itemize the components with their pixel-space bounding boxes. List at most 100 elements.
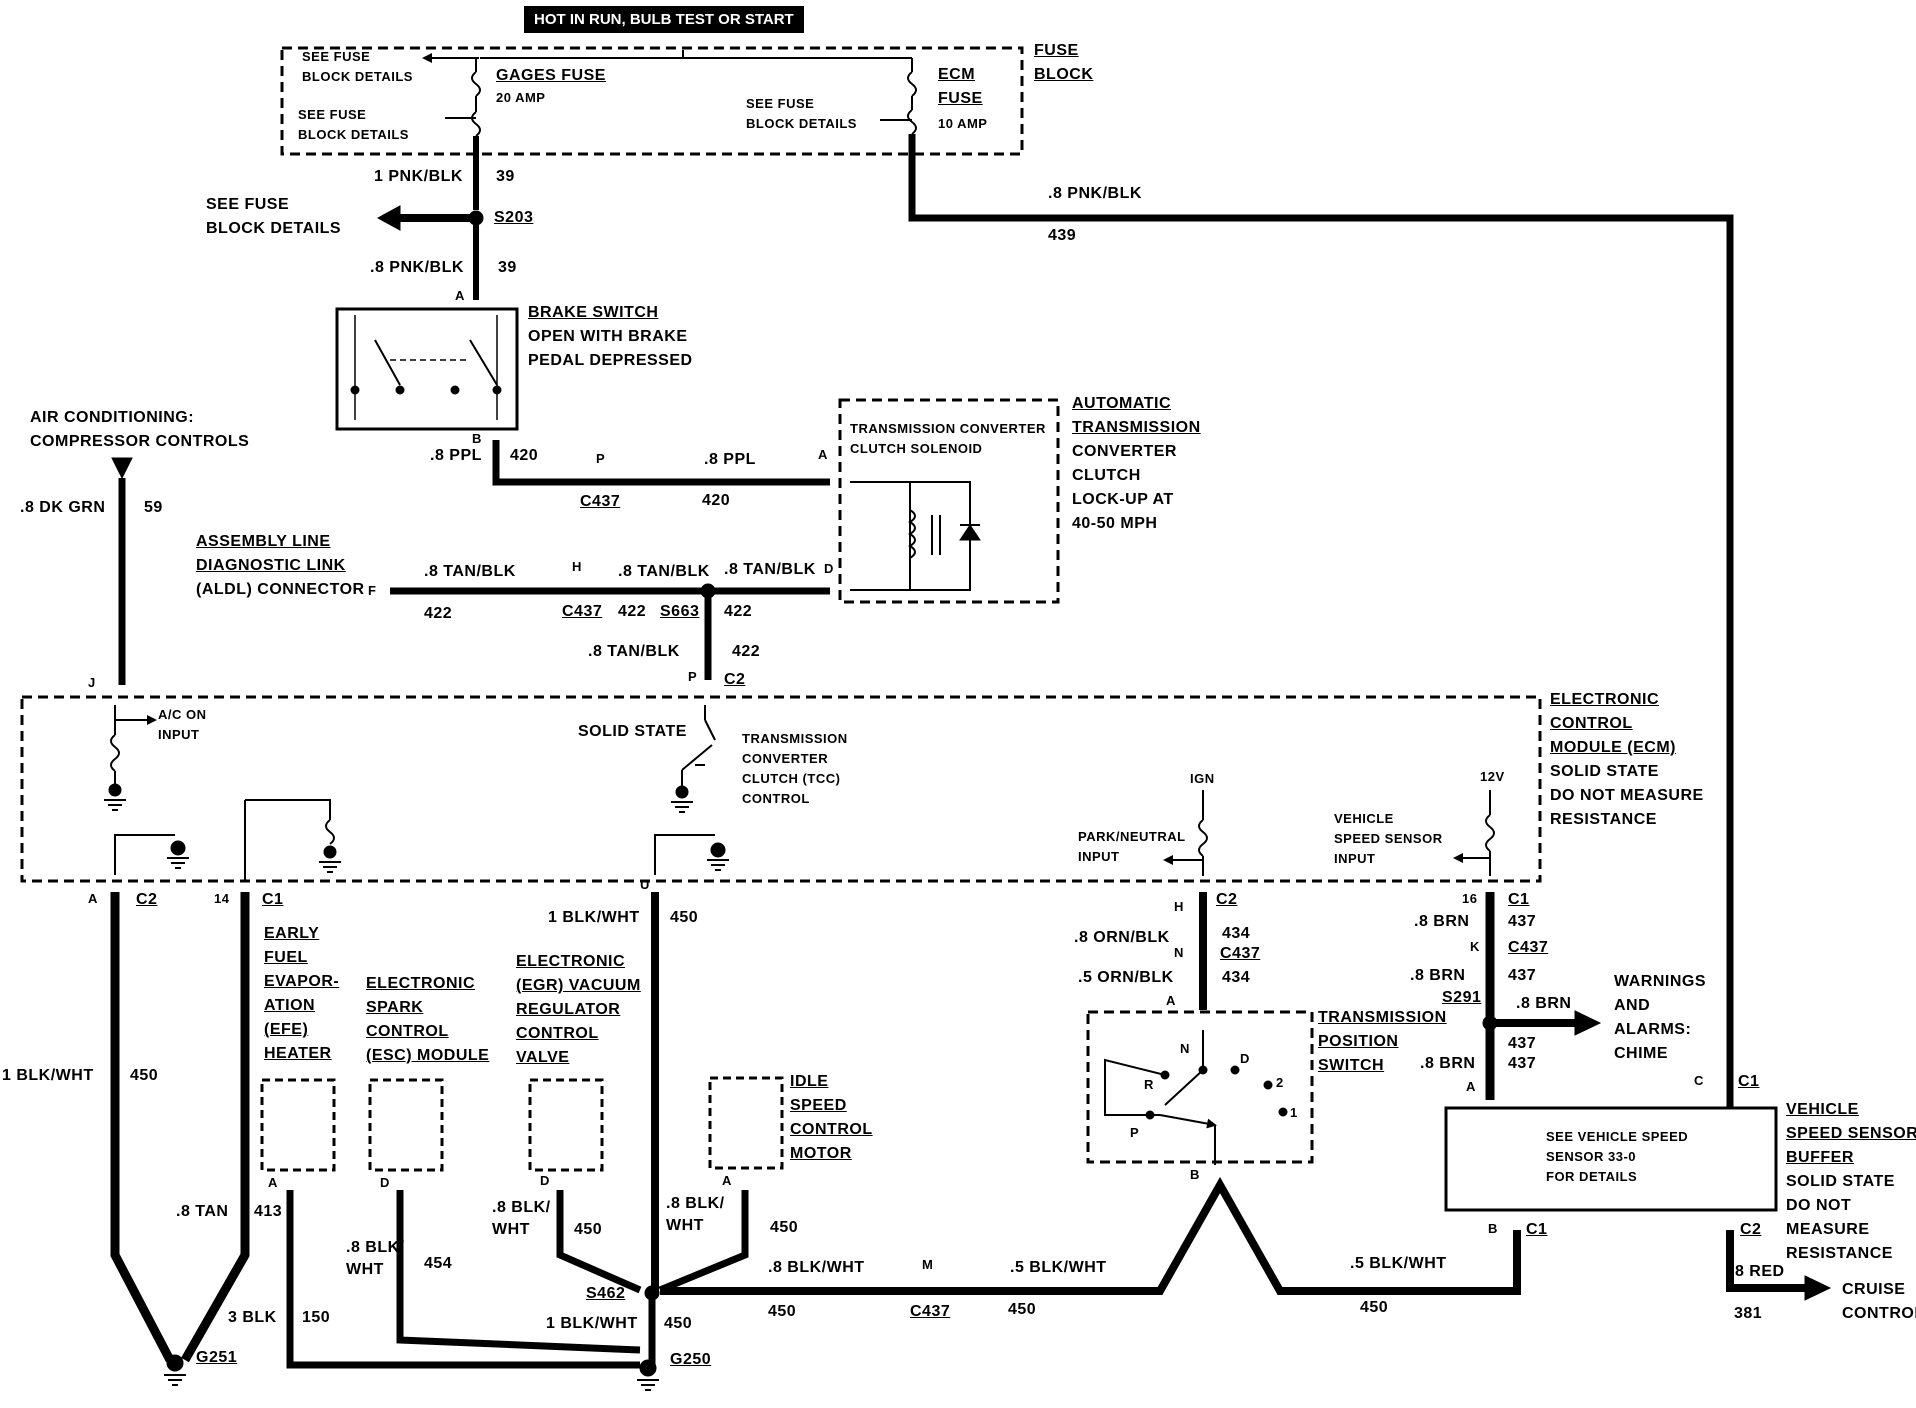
- connector-label: A: [722, 1173, 732, 1188]
- wire-label: .8 PNK/BLK: [1048, 185, 1142, 202]
- connector-label: H: [572, 559, 582, 574]
- wire-label: .5 ORN/BLK: [1078, 969, 1174, 986]
- splice-s663: S663: [660, 603, 700, 620]
- wire-label: .8 BLK/WHT: [346, 1239, 405, 1278]
- page-title: HOT IN RUN, BULB TEST OR START: [524, 6, 804, 33]
- wire-label: .8 DK GRN: [20, 499, 106, 516]
- wire-label: .8 TAN/BLK: [424, 563, 516, 580]
- connector-label: 16: [1462, 891, 1478, 906]
- connector-label: D: [380, 1175, 390, 1190]
- fuse-block-label-1: FUSE: [1034, 42, 1079, 59]
- circuit-number: 439: [1048, 227, 1077, 244]
- wire-label: .5 BLK/WHT: [1010, 1259, 1107, 1276]
- connector-c2: C2: [1216, 891, 1238, 908]
- cruise-control-label: CRUISECONTROL: [1842, 1281, 1916, 1322]
- connector-c437: C437: [580, 493, 621, 510]
- wire-label: .8 BLK/WHT: [768, 1259, 865, 1276]
- connector-label: D: [540, 1173, 550, 1188]
- circuit-number: 59: [144, 499, 163, 516]
- circuit-number: 450: [670, 909, 699, 926]
- circuit-number: 437: [1508, 913, 1537, 930]
- circuit-number: 39: [498, 259, 517, 276]
- connector-label: M: [922, 1257, 934, 1272]
- circuit-number: 413: [254, 1203, 283, 1220]
- ecm-fuse-amp: 10 AMP: [938, 116, 988, 131]
- connector-c437: C437: [1508, 939, 1549, 956]
- connector-label: K: [1470, 939, 1480, 954]
- wire-label: .8 PPL: [430, 447, 482, 464]
- splice-s291: S291: [1442, 989, 1482, 1006]
- iac-motor-box: [708, 1076, 784, 1170]
- connector-c437: C437: [562, 603, 603, 620]
- ground-g251: G251: [196, 1349, 238, 1366]
- circuit-number: 422: [724, 603, 753, 620]
- ecm-box: [20, 695, 1542, 883]
- connector-c1: C1: [1738, 1073, 1760, 1090]
- connector-c1: C1: [1508, 891, 1530, 908]
- brake-switch-box: [335, 307, 519, 431]
- fuse-block-label-2: BLOCK: [1034, 66, 1094, 83]
- circuit-number: 381: [1734, 1305, 1763, 1322]
- circuit-number: 450: [574, 1221, 603, 1238]
- ign-label: IGN: [1190, 771, 1215, 786]
- splice-s203: S203: [494, 209, 534, 226]
- connector-c2: C2: [136, 891, 158, 908]
- gages-fuse-amp: 20 AMP: [496, 90, 546, 105]
- wire-label: .8 TAN: [176, 1203, 229, 1220]
- connector-label: A: [268, 1175, 278, 1190]
- connector-label: H: [1174, 899, 1184, 914]
- esc-module-box: [368, 1078, 444, 1172]
- circuit-number: 450: [130, 1067, 159, 1084]
- circuit-number: 150: [302, 1309, 331, 1326]
- wire-label: 1 BLK/WHT: [2, 1067, 94, 1084]
- connector-label: J: [88, 675, 96, 690]
- connector-label: A: [818, 447, 828, 462]
- tps-position-p: P: [1130, 1125, 1140, 1140]
- wire-label: .8 TAN/BLK: [618, 563, 710, 580]
- connector-label: P: [688, 669, 698, 684]
- connector-label: B: [472, 431, 482, 446]
- wire-label: 1 PNK/BLK: [374, 168, 463, 185]
- connector-c2: C2: [1740, 1221, 1762, 1238]
- connector-c1: C1: [262, 891, 284, 908]
- circuit-number: 437: [1508, 1055, 1537, 1072]
- tps-position-d: D: [1240, 1051, 1250, 1066]
- connector-label: B: [1488, 1221, 1498, 1236]
- wire-label: .8 BRN: [1516, 995, 1572, 1012]
- connector-c437: C437: [1220, 945, 1261, 962]
- connector-c1: C1: [1526, 1221, 1548, 1238]
- vss-buffer-box: [1444, 1106, 1778, 1212]
- wire-label: 1 BLK/WHT: [546, 1315, 638, 1332]
- circuit-number: 450: [1008, 1301, 1037, 1318]
- connector-label: F: [368, 583, 377, 598]
- wire-label: .8 ORN/BLK: [1074, 929, 1170, 946]
- wire-label: .8 BRN: [1420, 1055, 1476, 1072]
- wire-label: .8 BLK/WHT: [492, 1199, 551, 1238]
- connector-label: U: [640, 877, 650, 892]
- circuit-number: 39: [496, 168, 515, 185]
- circuit-number: 437: [1508, 967, 1537, 984]
- efe-heater-box: [260, 1078, 336, 1172]
- fuse-block-box: [280, 46, 1024, 156]
- connector-label: A: [1466, 1079, 1476, 1094]
- wire-label: .8 BRN: [1410, 967, 1466, 984]
- circuit-number: 422: [618, 603, 647, 620]
- wire-439: [908, 134, 1734, 1108]
- connector-label: C: [1694, 1073, 1704, 1088]
- circuit-number: 450: [770, 1219, 799, 1236]
- wire-label: 1 BLK/WHT: [548, 909, 640, 926]
- 12v-label: 12V: [1480, 769, 1505, 784]
- circuit-number: 434: [1222, 969, 1251, 986]
